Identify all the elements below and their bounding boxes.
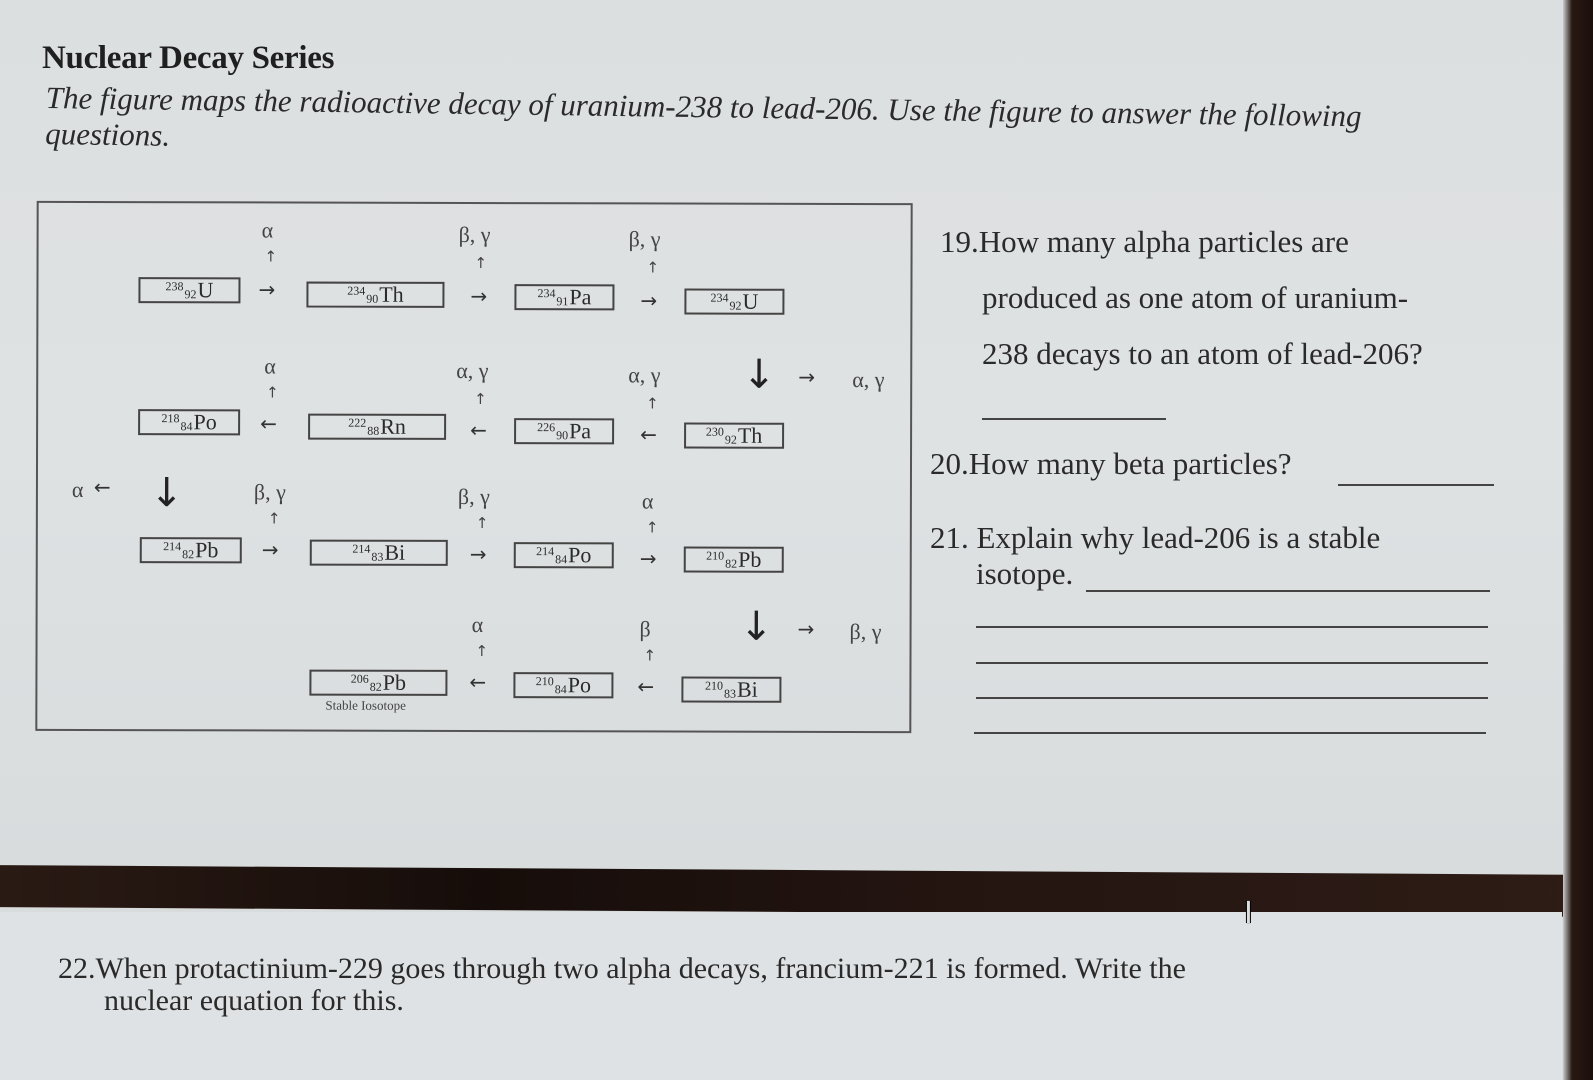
question-21-answer-line-5[interactable]: [974, 732, 1486, 734]
arrow-up-icon: ↑: [267, 509, 281, 528]
emission-label: β, γ: [628, 226, 661, 252]
emission-label: α: [641, 488, 654, 514]
arrow-left-icon: ←: [93, 475, 111, 500]
question-19-line2: produced as one atom of uranium-: [982, 280, 1409, 315]
worksheet-page-lower: [0, 912, 1562, 1080]
worksheet-page-upper: [0, 0, 1568, 870]
emission-label: α: [71, 476, 84, 502]
question-21-line1: 21. Explain why lead-206 is a stable: [930, 520, 1381, 555]
emission-label: α: [264, 353, 276, 379]
arrow-right-icon: →: [639, 546, 657, 571]
arrow-up-icon: ↑: [645, 518, 659, 537]
stable-isotope-caption: Stable Iosotope: [325, 697, 406, 713]
arrow-up-icon: ↑: [266, 383, 279, 402]
question-19-line1: 19.How many alpha particles are: [940, 224, 1349, 259]
arrow-down-icon: ↓: [742, 351, 776, 398]
arrow-up-icon: ↑: [474, 254, 488, 273]
emission-label: α, γ: [628, 362, 661, 388]
arrow-up-icon: ↑: [264, 247, 278, 266]
emission-label: α, γ: [456, 357, 489, 384]
arrow-up-icon: ↑: [643, 646, 657, 665]
arrow-left-icon: ←: [469, 669, 487, 695]
question-21-answer-line-1[interactable]: [1086, 590, 1490, 592]
question-21-answer-line-3[interactable]: [976, 662, 1488, 664]
emission-label: β: [639, 616, 651, 642]
arrow-right-icon: →: [261, 537, 279, 562]
arrow-left-icon: ←: [470, 417, 487, 443]
question-22-line2: nuclear equation for this.: [104, 984, 404, 1017]
arrow-up-icon: ↑: [474, 390, 487, 409]
arrow-up-icon: ↑: [646, 258, 660, 277]
text-cursor-icon: I: [1244, 896, 1253, 931]
question-19-answer-blank[interactable]: [982, 418, 1166, 420]
emission-label: α, γ: [852, 366, 885, 393]
page-title: Nuclear Decay Series: [42, 40, 335, 76]
page-break-bar: [0, 865, 1593, 917]
arrow-right-icon: →: [469, 541, 487, 567]
arrow-down-icon: ↓: [149, 470, 184, 517]
arrow-right-icon: →: [798, 364, 816, 389]
arrow-right-icon: →: [797, 616, 815, 641]
question-20-answer-blank[interactable]: [1338, 484, 1494, 486]
screen-bezel: [1563, 0, 1593, 1080]
arrow-left-icon: ←: [637, 674, 655, 699]
arrow-left-icon: ←: [260, 411, 277, 436]
emission-label: β, γ: [458, 221, 491, 248]
emission-label: β, γ: [457, 483, 490, 510]
question-21-answer-line-2[interactable]: [976, 626, 1488, 628]
arrow-down-icon: ↓: [739, 603, 774, 650]
question-20-text: 20.How many beta particles?: [930, 446, 1292, 481]
arrow-up-icon: ↑: [475, 642, 489, 661]
arrow-up-icon: ↑: [475, 514, 489, 533]
arrow-right-icon: →: [258, 277, 276, 302]
emission-label: β, γ: [253, 479, 286, 505]
question-19-line3: 238 decays to an atom of lead-206?: [982, 336, 1423, 371]
question-22-line1: 22.When protactinium-229 goes through tw…: [58, 952, 1186, 985]
arrow-up-icon: ↑: [646, 394, 659, 413]
emission-label: α: [261, 217, 274, 243]
arrow-left-icon: ←: [640, 422, 657, 447]
emission-label: α: [471, 611, 484, 638]
emission-label: β, γ: [849, 618, 882, 645]
arrow-right-icon: →: [470, 283, 488, 309]
question-21-answer-line-4[interactable]: [976, 697, 1488, 699]
question-21-line2: isotope.: [976, 556, 1074, 591]
arrow-right-icon: →: [640, 288, 658, 313]
